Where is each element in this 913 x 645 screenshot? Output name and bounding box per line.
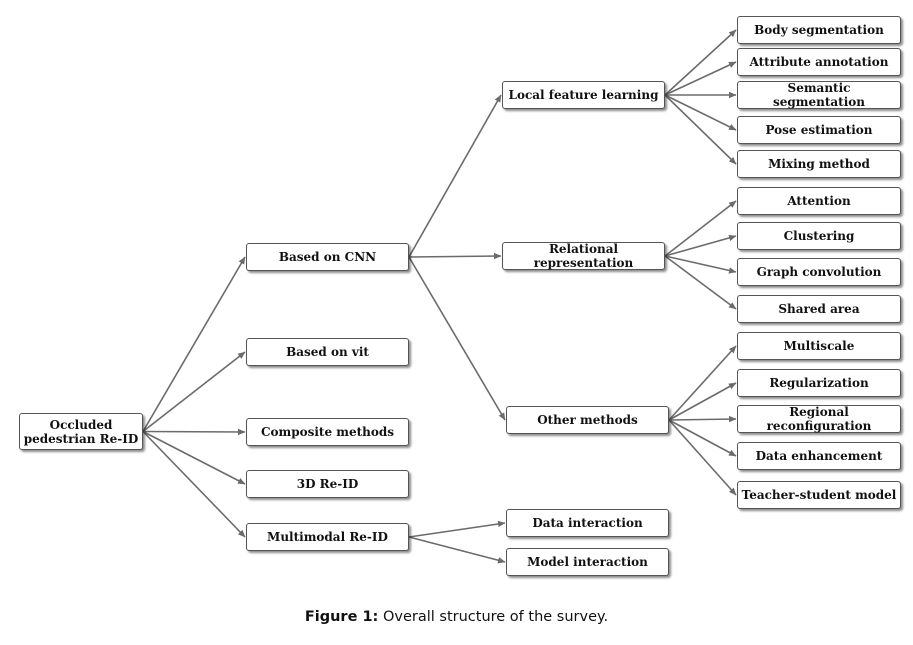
edge-root-to-cnn — [142, 256, 246, 432]
node-body-segmentation: Body segmentation — [737, 16, 901, 44]
node-relational-representation: Relational representation — [502, 242, 665, 270]
node-clustering: Clustering — [737, 222, 901, 250]
node-pose-estimation: Pose estimation — [737, 116, 901, 144]
node-3d-re-id: 3D Re-ID — [246, 470, 409, 498]
node-teacher-student-model: Teacher-student model — [737, 481, 901, 509]
edge-multimodal-to-model_interaction — [408, 536, 506, 564]
edge-local-to-pose — [664, 94, 737, 131]
node-shared-area: Shared area — [737, 295, 901, 323]
node-composite-methods: Composite methods — [246, 418, 409, 446]
edge-local-to-attr_ann — [664, 61, 737, 96]
edge-root-to-multimodal — [142, 430, 246, 538]
edge-other-to-regularization — [668, 382, 737, 421]
caption-label: Figure 1: — [304, 609, 379, 625]
edge-local-to-body_seg — [664, 29, 737, 96]
edge-cnn-to-local — [408, 94, 502, 258]
node-data-interaction: Data interaction — [506, 509, 669, 537]
caption-text: Overall structure of the survey. — [378, 609, 609, 625]
node-regularization: Regularization — [737, 369, 901, 397]
figure-caption: Figure 1: Overall structure of the surve… — [0, 609, 913, 625]
node-root: Occluded pedestrian Re-ID — [19, 413, 143, 450]
node-other-methods: Other methods — [506, 406, 669, 434]
edge-other-to-teacher — [668, 419, 737, 496]
edge-root-to-vit — [142, 351, 246, 433]
edge-relational-to-graph_conv — [664, 255, 737, 274]
edge-multimodal-to-data_interaction — [408, 520, 506, 538]
node-attribute-annotation: Attribute annotation — [737, 48, 901, 76]
node-based-on-vit: Based on vit — [246, 338, 409, 366]
edge-relational-to-attention — [664, 200, 737, 257]
node-model-interaction: Model interaction — [506, 548, 669, 576]
edge-relational-to-shared_area — [664, 255, 737, 310]
node-data-enhancement: Data enhancement — [737, 442, 901, 470]
node-mixing-method: Mixing method — [737, 150, 901, 178]
node-multimodal-re-id: Multimodal Re-ID — [246, 523, 409, 551]
node-graph-convolution: Graph convolution — [737, 258, 901, 286]
edge-local-to-mixing — [664, 94, 737, 165]
node-attention: Attention — [737, 187, 901, 215]
node-based-on-cnn: Based on CNN — [246, 243, 409, 271]
node-semantic-segmentation: Semantic segmentation — [737, 81, 901, 109]
edge-cnn-to-other — [408, 256, 506, 421]
edge-cnn-to-relational — [408, 252, 502, 260]
edge-other-to-regional — [668, 415, 737, 423]
edge-other-to-data_enh — [668, 419, 737, 457]
edge-root-to-re3d — [142, 430, 246, 485]
node-local-feature-learning: Local feature learning — [502, 81, 665, 109]
node-regional-reconfiguration: Regional reconfiguration — [737, 405, 901, 433]
edge-relational-to-clustering — [664, 234, 737, 257]
edge-other-to-multiscale — [668, 345, 737, 421]
edge-root-to-composite — [142, 428, 246, 436]
node-multiscale: Multiscale — [737, 332, 901, 360]
